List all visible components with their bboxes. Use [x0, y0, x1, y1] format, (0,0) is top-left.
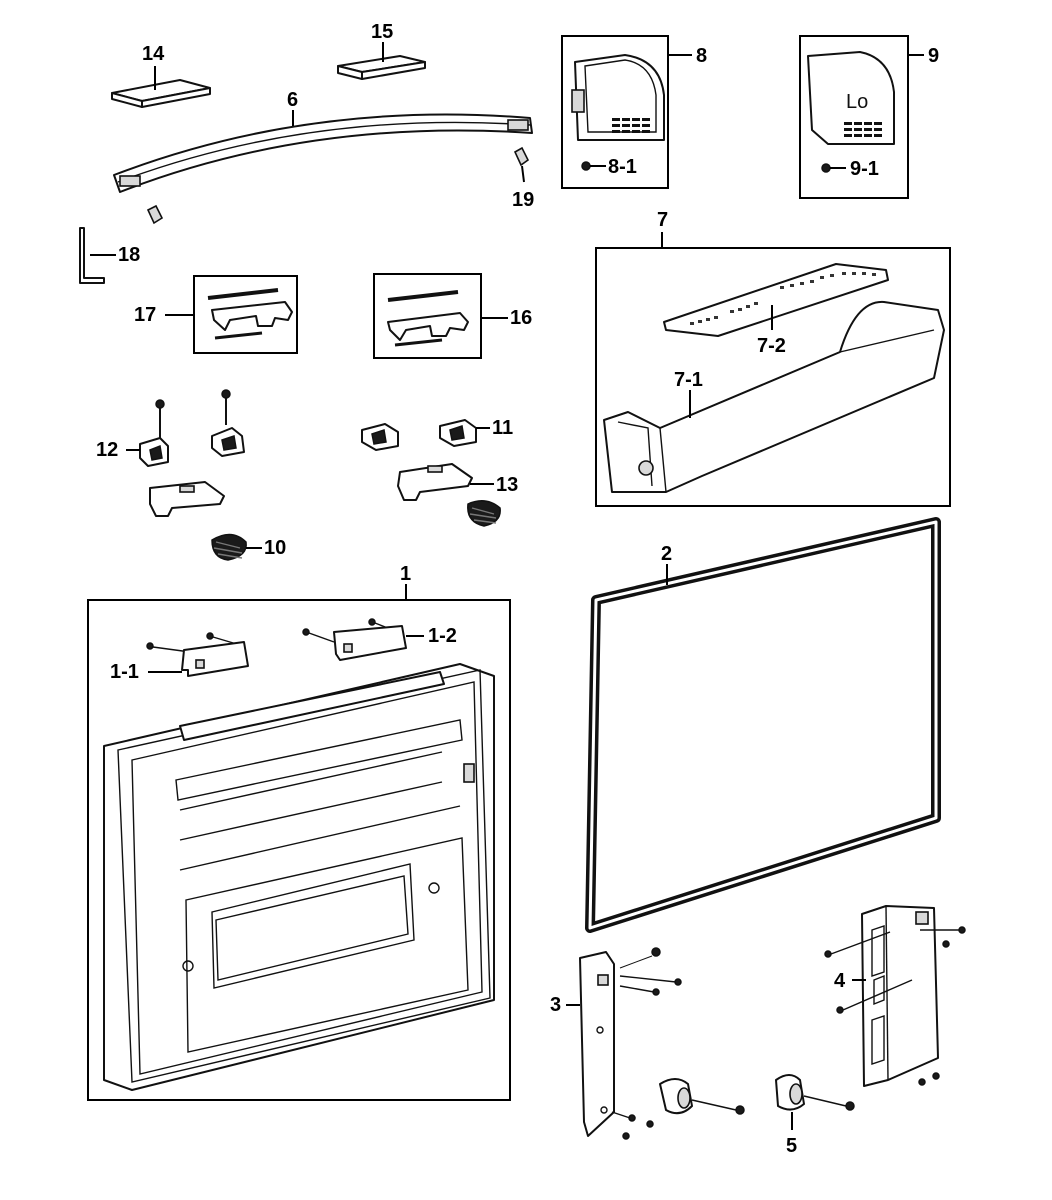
part-6-handle: 6 [113, 89, 533, 193]
label-13: 13 [496, 474, 518, 496]
label-1-1: 1-1 [110, 661, 139, 683]
part-13-hinge-plate: 13 [397, 463, 518, 527]
label-15: 15 [371, 21, 393, 43]
label-7: 7 [657, 209, 668, 231]
part-15-cap: 15 [337, 21, 426, 80]
label-9-1: 9-1 [850, 158, 879, 180]
label-8: 8 [696, 45, 707, 67]
part-1-door-assembly: 1 1-1 [87, 563, 511, 1101]
label-11: 11 [492, 417, 513, 439]
label-5: 5 [786, 1135, 797, 1157]
part-2-gasket: 2 [585, 517, 941, 933]
label-18: 18 [118, 244, 140, 266]
part-19-cap-left [146, 204, 164, 225]
label-8-1: 8-1 [608, 156, 637, 178]
label-1: 1 [400, 563, 411, 585]
label-1-2: 1-2 [428, 625, 457, 647]
part-11-hinge-right: 11 [361, 417, 513, 451]
label-2: 2 [661, 543, 672, 565]
part-10-spring: 10 [211, 533, 286, 561]
label-7-2: 7-2 [757, 335, 786, 357]
label-6: 6 [287, 89, 298, 111]
part-18-hex-key: 18 [79, 227, 140, 284]
lo-marking: Lo [846, 91, 868, 113]
label-19: 19 [512, 189, 534, 211]
label-4: 4 [834, 970, 846, 992]
label-7-1: 7-1 [674, 369, 703, 391]
part-9-cover: Lo 9 9-1 [799, 35, 939, 199]
label-12: 12 [96, 439, 118, 461]
label-16: 16 [510, 307, 532, 329]
label-3: 3 [550, 994, 561, 1016]
part-12-hinge-left: 12 [96, 389, 245, 517]
part-5-rollers: 5 [659, 1074, 855, 1157]
part-14-cap: 14 [111, 43, 211, 108]
part-17-kit: 17 [134, 275, 298, 354]
label-17: 17 [134, 304, 156, 326]
part-16-kit: 16 [373, 273, 532, 359]
part-1-1-bracket: 1-1 [110, 632, 249, 683]
label-10: 10 [264, 537, 286, 559]
part-19-cap: 19 [512, 146, 534, 211]
part-4-bracket: 4 [824, 905, 966, 1087]
part-7-door-bin: 7 7-2 7-1 [595, 209, 951, 507]
part-8-cover: 8 8-1 [561, 35, 707, 189]
part-3-bracket: 3 [550, 947, 682, 1140]
label-9: 9 [928, 45, 939, 67]
label-14: 14 [142, 43, 165, 65]
part-1-2-bracket: 1-2 [302, 618, 457, 661]
